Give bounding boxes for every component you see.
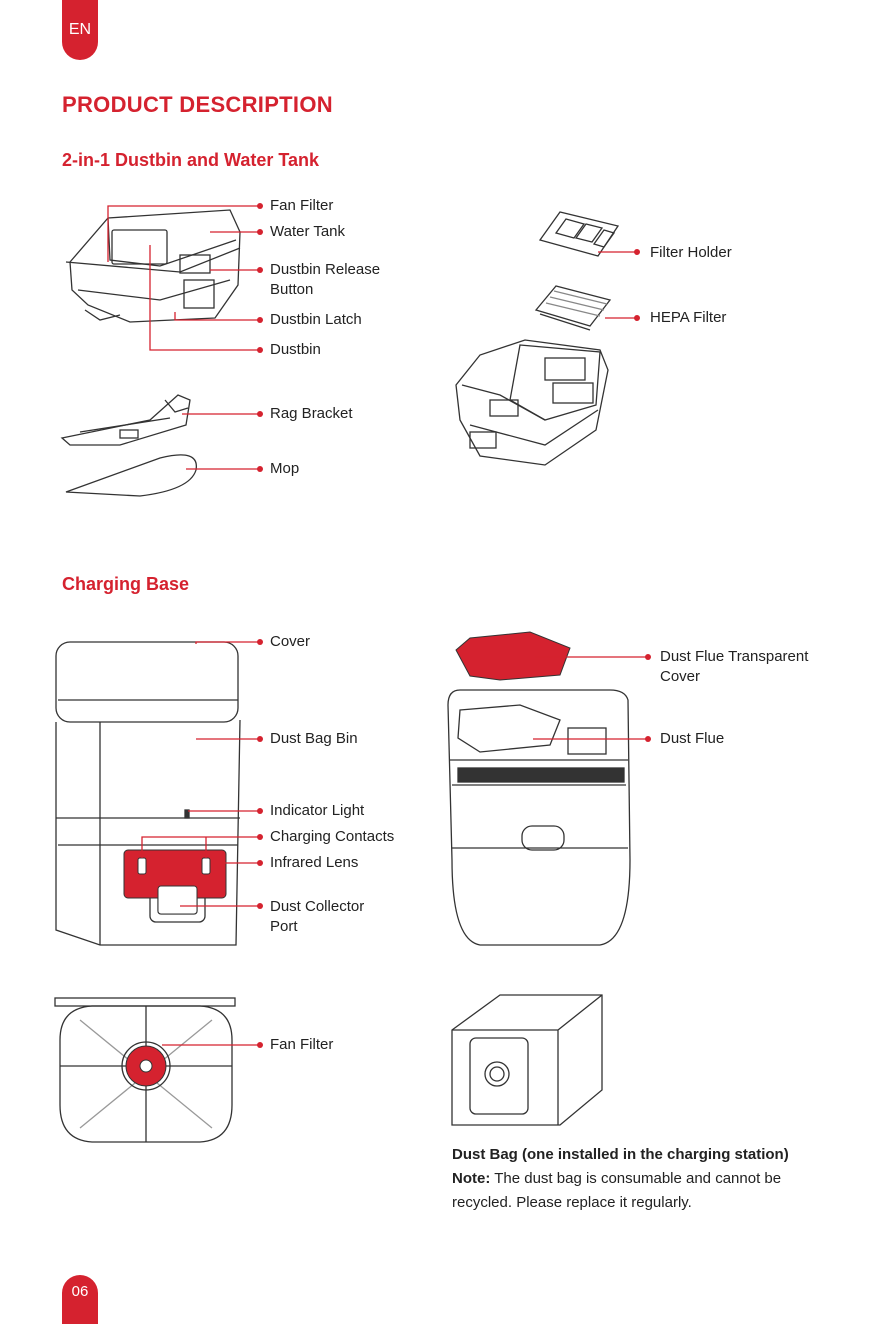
label-dustbin-release-button: Dustbin Release Button	[270, 261, 381, 298]
open-dustbin-drawing	[455, 339, 609, 466]
filter-holder-drawing	[538, 211, 620, 257]
label-infrared-lens: Infrared Lens	[270, 854, 359, 871]
charging-base-front-drawing	[55, 641, 241, 946]
label-charging-contacts: Charging Contacts	[270, 828, 395, 845]
label-dustbin-latch: Dustbin Latch	[270, 311, 362, 328]
dustbin-drawing	[65, 209, 241, 323]
label-filter-holder: Filter Holder	[650, 244, 732, 261]
note-text: The dust bag is consumable and cannot be…	[452, 1170, 782, 1211]
page-title: PRODUCT DESCRIPTION	[62, 92, 333, 117]
dust-bag-drawing	[451, 994, 603, 1126]
label-base-fan-filter: Fan Filter	[270, 1036, 334, 1053]
dust-bag-title: Dust Bag (one installed in the charging …	[452, 1146, 789, 1163]
dust-bag-caption: Dust Bag (one installed in the charging …	[452, 1143, 832, 1215]
label-rag-bracket: Rag Bracket	[270, 405, 353, 422]
section-heading-dustbin: 2-in-1 Dustbin and Water Tank	[62, 150, 320, 170]
label-hepa-filter: HEPA Filter	[650, 309, 727, 326]
page-number: 06	[62, 1275, 98, 1324]
label-indicator-light: Indicator Light	[270, 802, 365, 819]
rag-bracket-drawing	[60, 394, 191, 446]
section-heading-base: Charging Base	[62, 574, 190, 594]
label-dust-flue: Dust Flue	[660, 730, 725, 747]
label-cover: Cover	[270, 633, 311, 650]
charging-base-back-drawing	[447, 689, 631, 946]
label-dust-flue-cover: Dust Flue Transparent Cover	[660, 648, 809, 685]
hepa-filter-drawing	[534, 285, 612, 331]
mop-drawing	[65, 454, 197, 497]
note-label: Note:	[452, 1170, 491, 1187]
label-mop: Mop	[270, 460, 300, 477]
label-dust-collector-port: Dust Collector Port	[270, 898, 365, 935]
dust-flue-cover-drawing	[455, 631, 571, 681]
label-water-tank: Water Tank	[270, 223, 346, 240]
label-dustbin: Dustbin	[270, 341, 321, 358]
label-dust-bag-bin: Dust Bag Bin	[270, 730, 358, 747]
language-tab: EN	[62, 0, 98, 60]
label-fan-filter: Fan Filter	[270, 197, 334, 214]
dust-bag-note: Note: The dust bag is consumable and can…	[452, 1167, 832, 1215]
